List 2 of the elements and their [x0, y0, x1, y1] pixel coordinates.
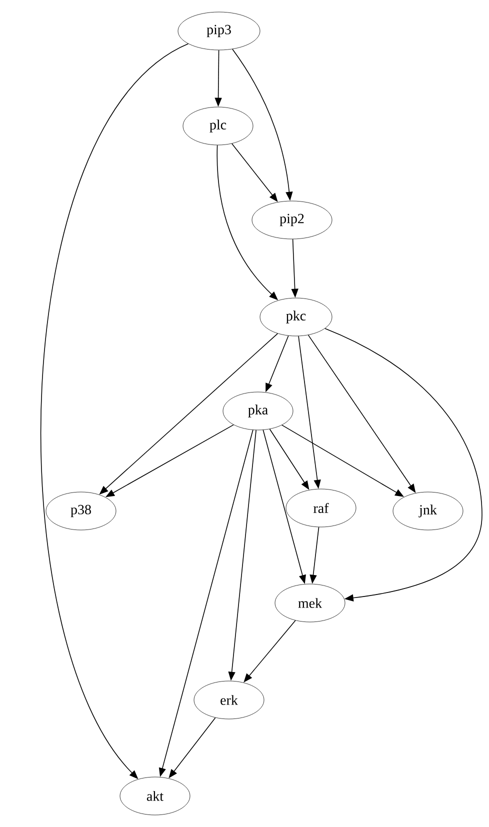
- arrow: [244, 620, 296, 682]
- arrow: [324, 328, 482, 602]
